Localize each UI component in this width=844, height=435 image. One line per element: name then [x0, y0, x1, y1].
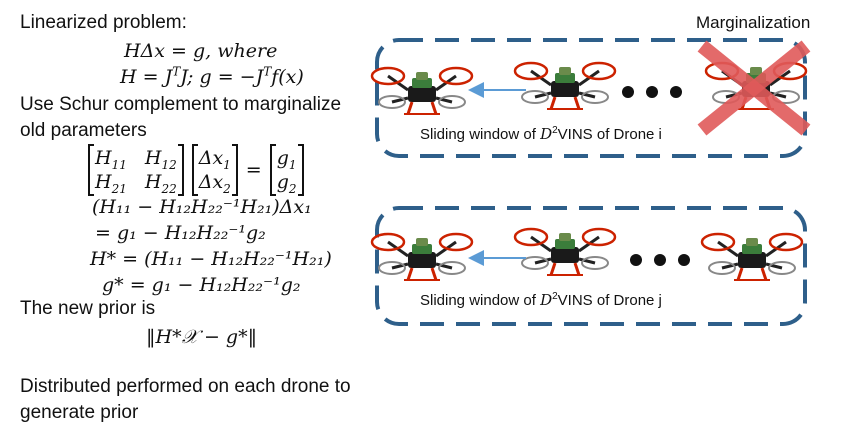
- equation-schur-rhs: = g₁ − H₁₂H₂₂⁻¹g₂: [95, 222, 266, 244]
- equation-h-star: H* = (H₁₁ − H₁₂H₂₂⁻¹H₂₁): [90, 248, 332, 270]
- window-i-ellipsis-dot-2: [646, 86, 658, 98]
- marginalization-cross-icon: [697, 40, 811, 136]
- hessian-matrix: H11 H12 H21 H22: [88, 144, 184, 196]
- window-i-border: [375, 38, 807, 158]
- g-vector: g1 g2: [269, 144, 304, 196]
- drone-j-1-icon: [370, 232, 474, 282]
- window-j-ellipsis-dot-2: [654, 254, 666, 266]
- window-j-ellipsis-dot-1: [630, 254, 642, 266]
- footer-text-line2: generate prior: [20, 402, 139, 423]
- window-i-ellipsis-dot-3: [670, 86, 682, 98]
- window-j-ellipsis-dot-3: [678, 254, 690, 266]
- marginalization-label: Marginalization: [696, 13, 811, 32]
- equation-new-prior: ‖H*𝒳 − g*‖: [146, 326, 258, 348]
- window-i-caption: Sliding window of D2VINS of Drone i: [420, 125, 662, 143]
- window-j-caption: Sliding window of D2VINS of Drone j: [420, 291, 662, 309]
- drone-j-3-icon: [700, 232, 804, 282]
- drone-i-1-icon: [370, 66, 474, 116]
- new-prior-label: The new prior is: [20, 298, 156, 319]
- drone-j-2-icon: [513, 227, 617, 277]
- equation-schur-reduced: (H₁₁ − H₁₂H₂₂⁻¹H₂₁)Δx₁: [92, 196, 312, 218]
- equation-h-jtj: H = JTJ; g = −JTf(x): [120, 64, 304, 88]
- schur-text-line1: Use Schur complement to marginalize: [20, 94, 342, 115]
- drone-i-2-icon: [513, 61, 617, 111]
- window-i-ellipsis-dot-1: [622, 86, 634, 98]
- schur-text-line2: old parameters: [20, 120, 147, 141]
- footer-text-line1: Distributed performed on each drone to: [20, 376, 351, 397]
- linearized-heading: Linearized problem:: [20, 12, 187, 33]
- delta-x-vector: Δx1 Δx2: [191, 144, 238, 196]
- block-matrix-equation: H11 H12 H21 H22 Δx1 Δx2 = g1 g2: [88, 144, 304, 196]
- equation-h-delta-x: HΔx = g, where: [124, 40, 278, 62]
- window-j-border: [375, 206, 807, 326]
- equals-sign: =: [245, 159, 262, 181]
- equation-g-star: g* = g₁ − H₁₂H₂₂⁻¹g₂: [102, 274, 301, 296]
